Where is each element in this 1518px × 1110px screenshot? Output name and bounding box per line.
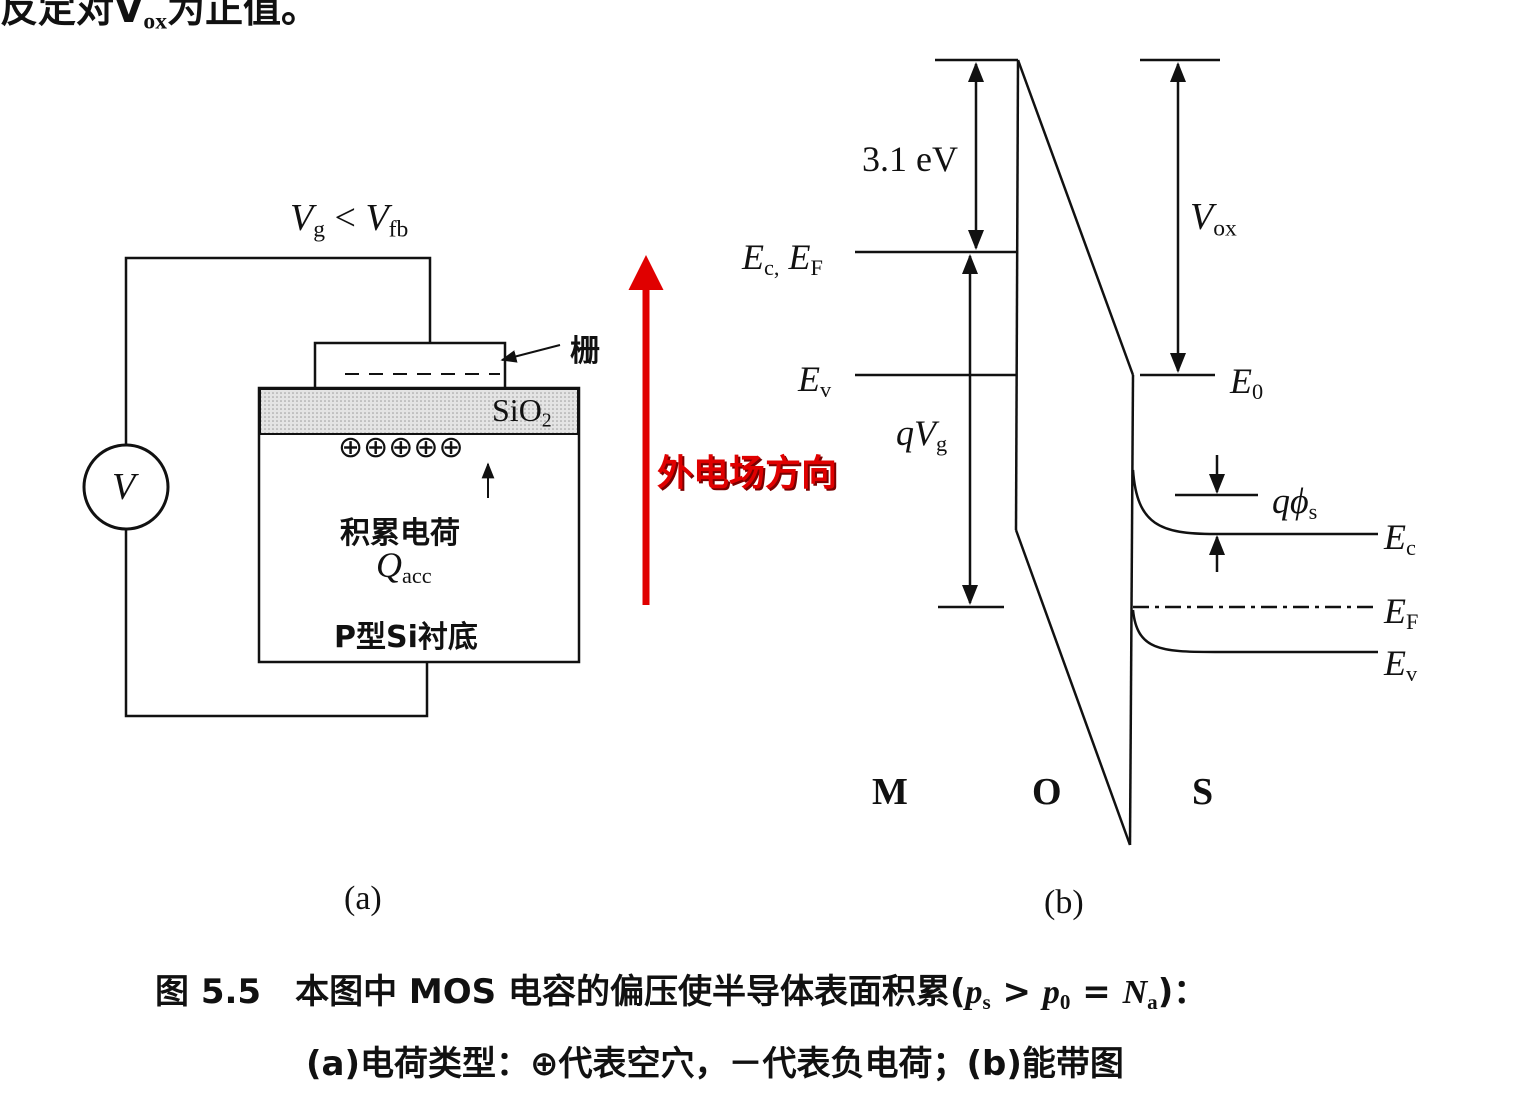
qvg-symbol: qV xyxy=(896,413,936,453)
vg-sub: g xyxy=(313,216,325,243)
oxide-bottom-slope xyxy=(1014,529,1132,846)
ev-symbol: E xyxy=(798,359,820,399)
oxide-label: SiO2 xyxy=(492,392,552,433)
accumulation-title: 积累电荷 xyxy=(340,516,460,551)
label-vox: Vox xyxy=(1190,195,1237,243)
ev-s-symbol: E xyxy=(1384,643,1406,683)
region-m: M xyxy=(872,771,908,813)
label-ec-semi: Ec xyxy=(1384,516,1416,561)
qvg-sub: g xyxy=(936,431,948,457)
semi-ec-band xyxy=(1131,469,1378,536)
circuit-wire xyxy=(124,256,432,718)
caption-end: )： xyxy=(1157,972,1208,1012)
voltmeter-label: V xyxy=(112,466,136,508)
ef-s-symbol: E xyxy=(1384,591,1406,631)
region-o: O xyxy=(1032,771,1062,813)
vg-vfb-label: Vg < Vfb xyxy=(290,196,408,244)
caption-na-sub: a xyxy=(1147,989,1158,1014)
substrate-label: P型Si衬底 xyxy=(334,620,478,655)
dimension-arrows xyxy=(962,62,1225,605)
q-sub: acc xyxy=(402,563,432,589)
caption-eq: = xyxy=(1070,972,1123,1012)
gate-pointer-arrow xyxy=(500,344,561,363)
oxide-layer xyxy=(259,388,579,435)
voltmeter-circle xyxy=(82,443,170,531)
oxide-right-edge xyxy=(1128,374,1135,846)
caption-ps: p xyxy=(965,974,983,1011)
caption-na: N xyxy=(1122,974,1148,1011)
top-fragment-a: 反定对V xyxy=(0,0,144,31)
ec-s-symbol: E xyxy=(1384,517,1406,557)
ef-symbol: E xyxy=(788,237,811,277)
caption-a: (a) xyxy=(344,880,382,917)
figure-caption-line1: 图 5.5 本图中 MOS 电容的偏压使半导体表面积累(ps > p0 = Na… xyxy=(155,964,1207,1015)
label-3-1ev: 3.1 eV xyxy=(862,139,958,179)
caption-p0: p xyxy=(1042,974,1060,1011)
top-fragment-b: 为正值。 xyxy=(166,0,319,31)
label-qvg: qVg xyxy=(896,412,947,457)
oxide-left-edge xyxy=(1014,59,1020,531)
label-ec-ef-metal: Ec, EF xyxy=(742,236,823,281)
ec-symbol: E xyxy=(742,237,764,277)
qphis-sub: s xyxy=(1308,499,1318,525)
caption-ps-sub: s xyxy=(982,989,991,1014)
label-e0: E0 xyxy=(1230,360,1263,405)
q-symbol: Q xyxy=(376,545,402,585)
ef-sub: F xyxy=(810,255,823,281)
vfb-symbol: V xyxy=(365,197,389,239)
label-ev-metal: Ev xyxy=(798,358,831,403)
accumulation-q: Qacc xyxy=(376,544,432,589)
oxide-top-slope xyxy=(1016,59,1135,376)
vox-sub: ox xyxy=(1213,215,1237,242)
vg-symbol: V xyxy=(290,197,314,239)
label-ev-semi: Ev xyxy=(1384,642,1417,687)
oxide-sub: 2 xyxy=(541,409,552,432)
field-direction-label: 外电场方向 xyxy=(657,453,838,494)
ev-sub: v xyxy=(820,377,832,403)
top-fragment-sub: ox xyxy=(143,8,167,35)
ec-s-sub: c xyxy=(1406,535,1416,561)
caption-prefix: 图 5.5 本图中 MOS 电容的偏压使半导体表面积累( xyxy=(155,972,966,1012)
hole-charges: ⊕⊕⊕⊕⊕ xyxy=(338,430,464,465)
oxide-text: SiO xyxy=(492,392,542,428)
vox-symbol: V xyxy=(1190,196,1214,238)
region-s: S xyxy=(1192,771,1214,813)
label-ef-semi: EF xyxy=(1384,590,1418,635)
e0-sub: 0 xyxy=(1252,379,1264,405)
e0-symbol: E xyxy=(1230,361,1252,401)
caption-b: (b) xyxy=(1044,884,1084,921)
gate-label: 栅 xyxy=(570,334,600,369)
band-diagram xyxy=(855,58,1378,846)
label-qphis: qϕs xyxy=(1272,480,1317,525)
gate-electrode xyxy=(313,341,507,390)
caption-p0-sub: 0 xyxy=(1059,989,1071,1014)
lt-symbol: < xyxy=(334,197,356,239)
caption-gt: > xyxy=(990,972,1043,1012)
ec-sub: c, xyxy=(764,255,780,281)
ef-s-sub: F xyxy=(1406,609,1419,635)
qphis-symbol: qϕ xyxy=(1272,481,1309,521)
vfb-sub: fb xyxy=(388,216,409,243)
top-fragment-text: 反定对Vox为正值。 xyxy=(0,0,319,36)
figure-caption-line2: (a)电荷类型：⊕代表空穴，－代表负电荷；(b)能带图 xyxy=(306,1044,1124,1084)
semi-ev-band xyxy=(1131,609,1378,654)
ev-s-sub: v xyxy=(1406,661,1418,687)
